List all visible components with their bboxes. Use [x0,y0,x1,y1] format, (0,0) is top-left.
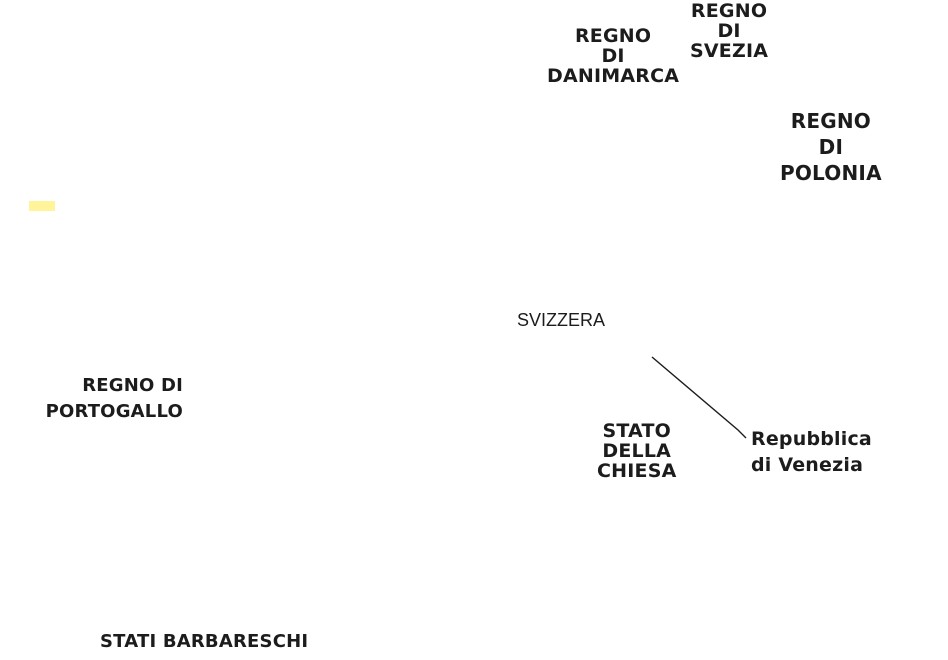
svezia-line-2: DI [717,20,741,42]
danimarca-line-2: DI [601,45,625,67]
chiesa-line-2: DELLA [602,440,672,462]
venezia-line-2: di Venezia [751,454,864,476]
venezia-line-1: Repubblica [751,428,872,450]
chiesa-line-3: CHIESA [597,460,677,482]
label-regno-di-svezia: REGNO DI SVEZIA [690,1,768,61]
label-regno-di-danimarca: REGNO DI DANIMARCA [547,26,679,86]
chiesa-line-1: STATO [602,420,671,442]
portogallo-line-1: REGNO DI [82,375,183,396]
label-regno-di-portogallo: REGNO DI PORTOGALLO [30,373,183,425]
polonia-line-1: REGNO [790,109,871,133]
legend-swatch [29,201,55,211]
label-stati-barbareschi: STATI BARBARESCHI [100,631,309,652]
label-stato-della-chiesa: STATO DELLA CHIESA [597,421,676,481]
svezia-line-1: REGNO [690,0,768,22]
danimarca-line-3: DANIMARCA [547,65,680,87]
leader-line-path [651,356,747,439]
portogallo-line-2: PORTOGALLO [45,401,183,422]
label-regno-di-polonia: REGNO DI POLONIA [780,108,882,186]
polonia-line-3: POLONIA [780,161,882,185]
label-repubblica-di-venezia: Repubblica di Venezia [751,426,872,478]
svezia-line-3: SVEZIA [690,40,769,62]
label-svizzera: SVIZZERA [517,310,606,330]
danimarca-line-1: REGNO [574,25,652,47]
polonia-line-2: DI [818,135,844,159]
